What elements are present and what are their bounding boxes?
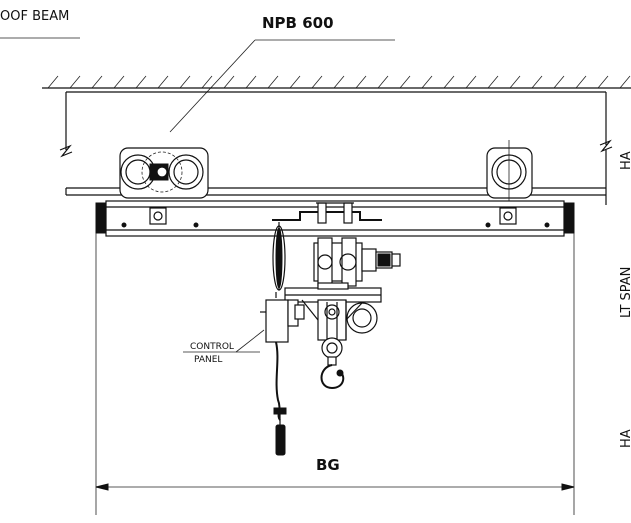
beam-type-leader — [169, 39, 256, 133]
hatch-mark — [69, 75, 81, 89]
hatch-mark — [377, 75, 389, 89]
cable-reel — [272, 222, 286, 291]
main-girder — [95, 200, 575, 237]
bg-label: BG — [316, 456, 340, 474]
control-panel-callout: CONTROL PANEL — [183, 329, 265, 365]
hatch-mark — [135, 75, 147, 89]
hatch-mark — [245, 75, 257, 89]
side-label-bottom: HA — [619, 429, 631, 448]
roof-beam-label: OOF BEAM — [0, 9, 69, 24]
trolley-frame — [272, 202, 382, 224]
hatch-mark — [487, 75, 499, 89]
hoist-motor — [313, 237, 401, 287]
hatch-mark — [619, 75, 631, 89]
pendant-cable — [273, 341, 287, 456]
hatch-mark — [91, 75, 103, 89]
hatch-mark — [157, 75, 169, 89]
hatch-mark — [399, 75, 411, 89]
bg-dimension: BG — [95, 456, 575, 491]
hatch-mark — [113, 75, 125, 89]
control-panel-label-2: PANEL — [194, 355, 222, 365]
hatch-mark — [289, 75, 301, 89]
hatch-mark — [553, 75, 565, 89]
hatch-mark — [509, 75, 521, 89]
hatch-mark — [267, 75, 279, 89]
hatch-mark — [465, 75, 477, 89]
control-panel — [260, 292, 305, 343]
ceiling-hatch — [42, 75, 631, 89]
hatch-mark — [179, 75, 191, 89]
hatch-mark — [333, 75, 345, 89]
hatch-mark — [443, 75, 455, 89]
hatch-mark — [421, 75, 433, 89]
hatch-mark — [223, 75, 235, 89]
beam-type-label: NPB 600 — [262, 14, 334, 32]
hatch-mark — [47, 75, 59, 89]
hatch-mark — [575, 75, 587, 89]
hatch-mark — [311, 75, 323, 89]
hatch-mark — [597, 75, 609, 89]
hatch-mark — [201, 75, 213, 89]
rope-drum-assembly — [284, 282, 382, 341]
side-label-top: HA — [619, 151, 631, 170]
hatch-mark — [355, 75, 367, 89]
control-panel-label-1: CONTROL — [190, 342, 234, 352]
left-end-carriage — [119, 147, 209, 199]
right-end-carriage — [486, 140, 533, 230]
side-label-mid: LT SPAN — [619, 267, 631, 318]
hatch-mark — [531, 75, 543, 89]
hook-block — [320, 302, 345, 390]
